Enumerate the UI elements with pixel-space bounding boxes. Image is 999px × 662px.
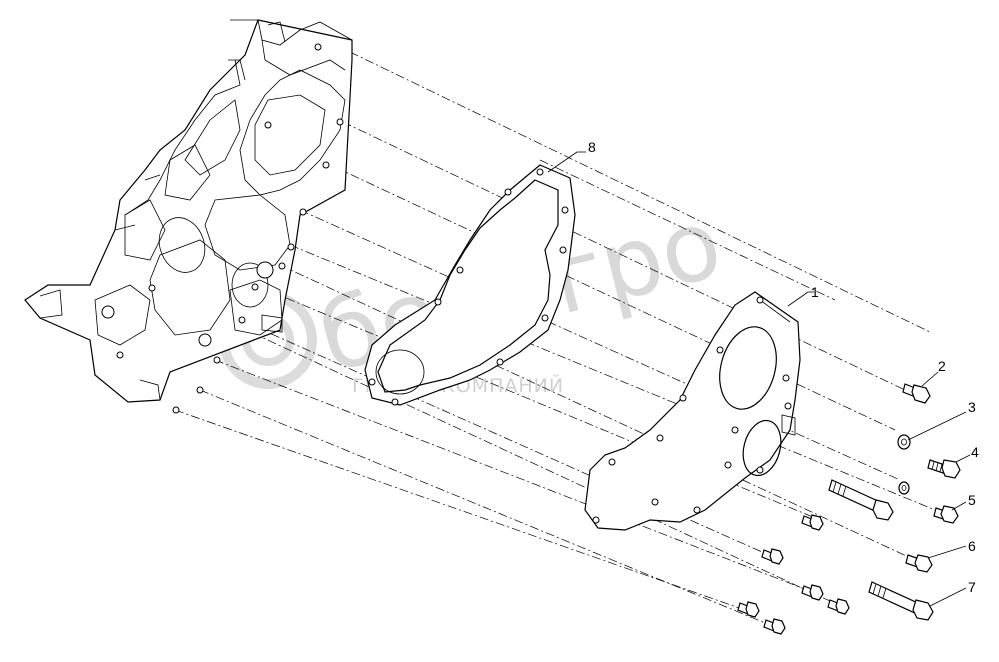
cover-plate-part-1 <box>584 291 801 531</box>
assembly-centerlines <box>159 51 941 626</box>
callout-leaders <box>547 151 971 607</box>
bolt-part-5 <box>933 505 959 524</box>
bolt-part-4 <box>927 459 961 479</box>
bolt-part-6 <box>905 554 933 573</box>
callout-3: 3 <box>968 399 976 415</box>
washer-part-3 <box>897 434 911 450</box>
small-bolts <box>737 514 850 635</box>
gasket-part-8 <box>364 164 576 406</box>
callout-7: 7 <box>968 579 976 595</box>
bolt-part-2 <box>902 383 931 404</box>
callout-4: 4 <box>971 444 979 460</box>
washer-small <box>898 481 910 495</box>
gear-housing <box>24 19 353 414</box>
long-bolt <box>828 479 894 521</box>
callout-1: 1 <box>811 284 819 300</box>
callout-labels: 1 2 3 4 5 6 7 8 <box>588 139 979 595</box>
callout-8: 8 <box>588 139 596 155</box>
callout-2: 2 <box>938 358 946 374</box>
bolt-part-7 <box>868 581 934 621</box>
callout-6: 6 <box>968 538 976 554</box>
callout-5: 5 <box>968 492 976 508</box>
